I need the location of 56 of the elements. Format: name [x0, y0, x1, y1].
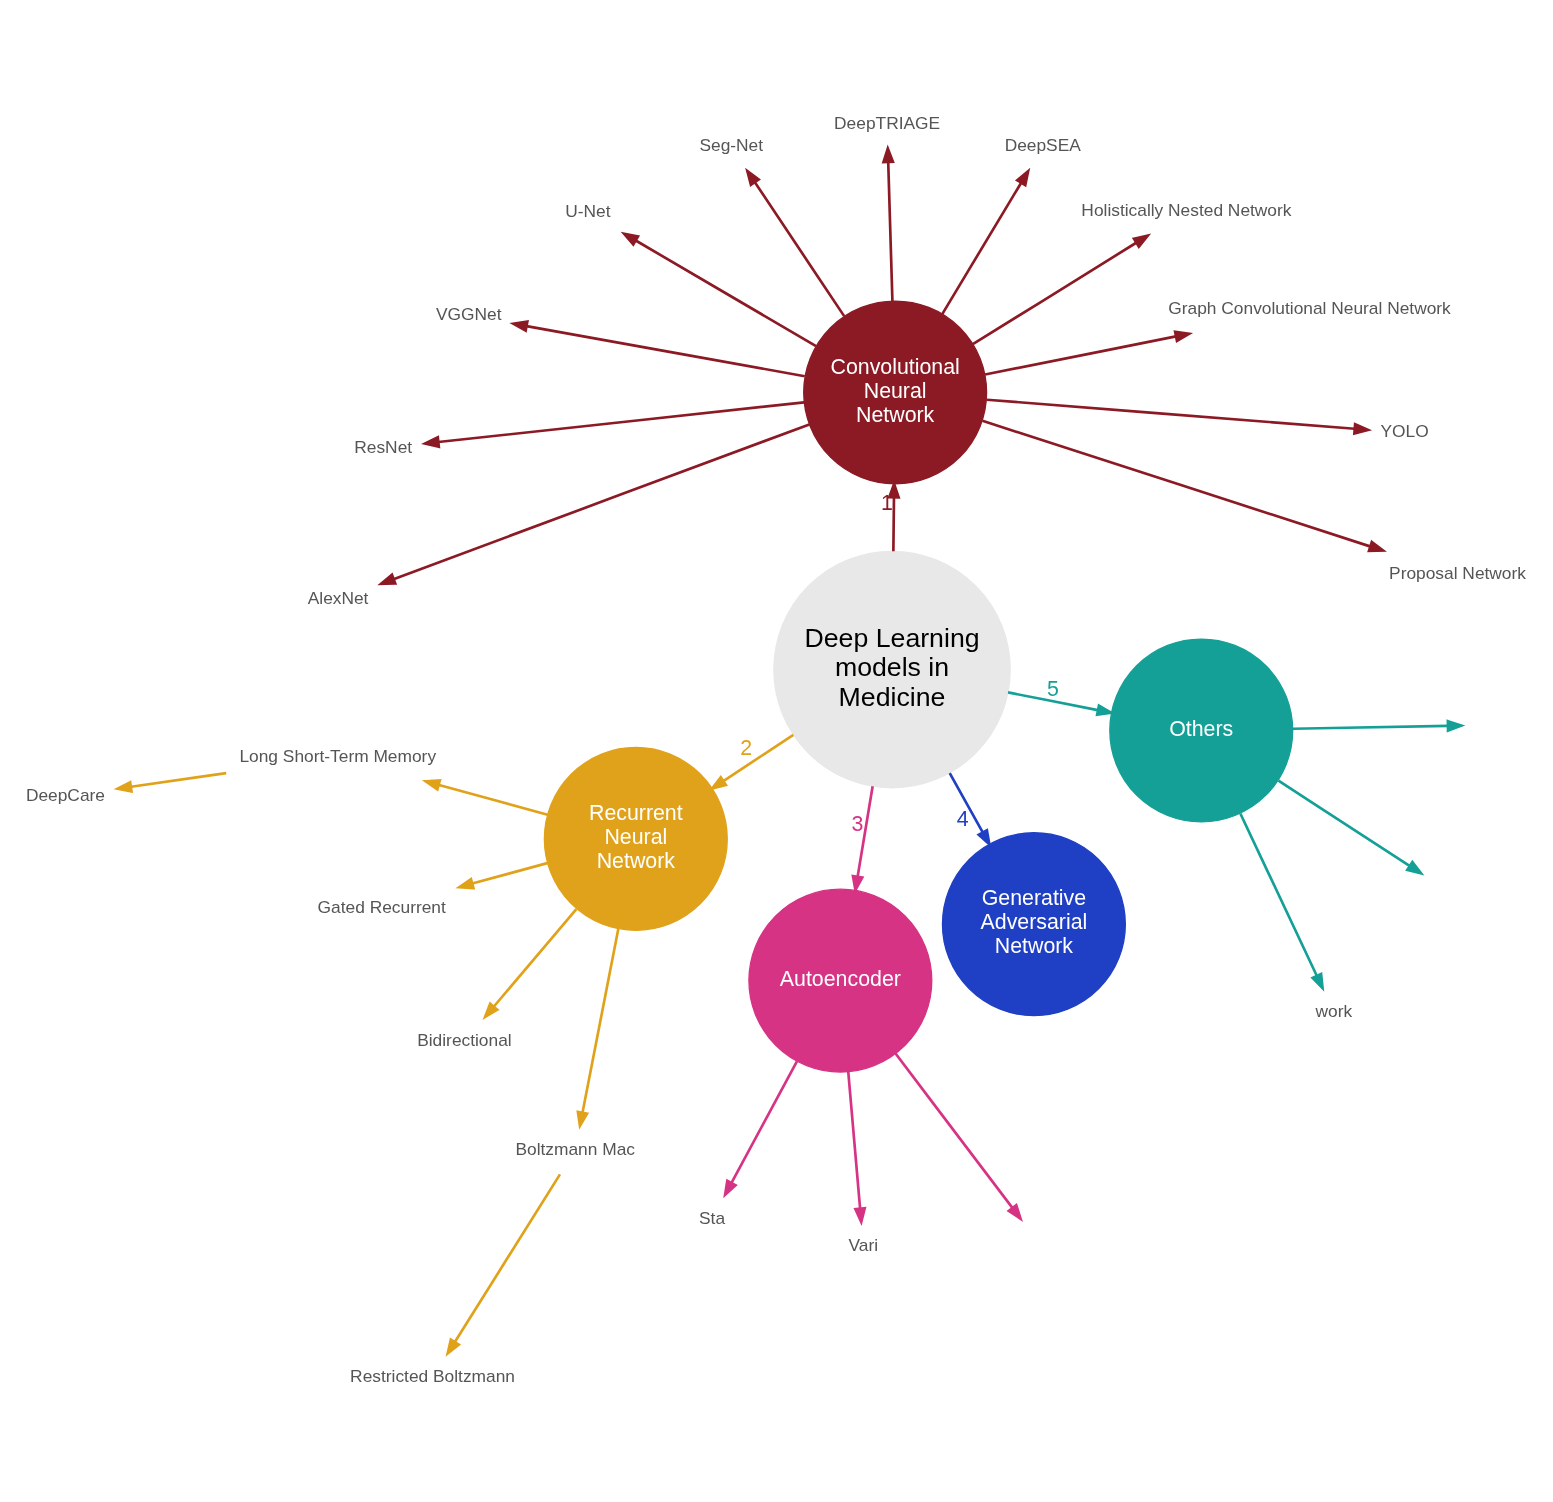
arrow [851, 786, 874, 894]
edge-label: 1 [881, 491, 893, 516]
arrow [982, 419, 1387, 553]
node-circle: Convolutional Neural Network [803, 300, 988, 485]
arrow [509, 319, 805, 378]
node-text: Restricted Boltzmann [350, 1366, 515, 1387]
arrow [894, 1052, 1023, 1222]
node-text: Holistically Nested Network [1081, 200, 1292, 221]
node-text: U-Net [565, 201, 611, 222]
node-text: DeepTRIAGE [834, 112, 941, 133]
node-circle: Generative Adversarial Network [941, 832, 1126, 1017]
arrow [745, 167, 846, 317]
arrow [948, 772, 992, 848]
edge-label: 4 [956, 806, 969, 831]
arrow [986, 398, 1373, 436]
arrow [620, 231, 817, 348]
arrow [482, 908, 578, 1020]
node-text: DeepCare [25, 784, 105, 805]
arrow [421, 778, 548, 817]
node-text: VGGNet [436, 304, 502, 325]
node-text: Bidirectional [417, 1029, 512, 1050]
arrow [723, 1060, 799, 1199]
arrow [1239, 812, 1325, 992]
arrow [421, 401, 805, 449]
arrow [972, 233, 1152, 346]
node-text: work [1315, 1000, 1353, 1021]
arrow [984, 330, 1194, 376]
arrow [455, 861, 548, 890]
node-text: ResNet [354, 436, 413, 457]
node-text: AlexNet [307, 588, 369, 609]
node-text: Graph Convolutional Neural Network [1168, 298, 1451, 319]
node-text: Seg-Net [699, 135, 764, 156]
arrow [377, 423, 810, 586]
arrow [1292, 719, 1466, 733]
node-circle: Others [1109, 638, 1294, 823]
node-circle: Autoencoder [748, 888, 933, 1073]
arrow [846, 1071, 867, 1226]
node-text: Long Short-Term Memory [239, 745, 437, 766]
node-text: Sta [699, 1207, 726, 1228]
node-text: DeepSEA [1004, 135, 1081, 156]
node-text: Boltzmann Mac [515, 1138, 635, 1159]
arrow [1277, 779, 1425, 876]
arrow [708, 733, 795, 791]
edge-label: 2 [740, 735, 753, 760]
arrow [576, 928, 620, 1130]
node-text: Gated Recurrent [317, 896, 446, 917]
node-text: Proposal Network [1389, 563, 1526, 584]
node-text: YOLO [1380, 421, 1429, 442]
arrow [445, 1173, 562, 1357]
arrow [881, 144, 895, 301]
node-circle: Deep Learning models in Medicine [773, 550, 1011, 789]
arrow [113, 771, 227, 794]
arrow [941, 167, 1031, 315]
edge-label: 5 [1046, 676, 1059, 701]
node-text: Vari [848, 1234, 879, 1255]
edge-label: 3 [851, 812, 864, 837]
